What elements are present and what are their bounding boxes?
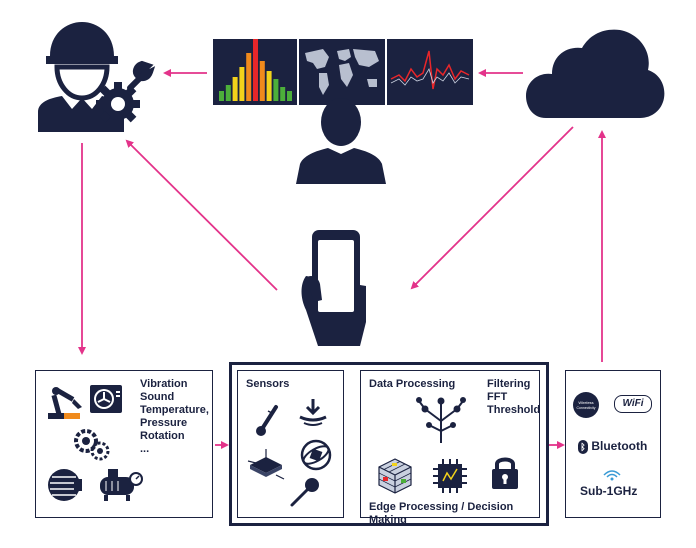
metric-rotation: Rotation xyxy=(140,430,185,442)
dashboard-bar xyxy=(253,39,258,101)
filter-threshold: Threshold xyxy=(487,404,541,416)
dashboard-bar xyxy=(246,53,252,101)
machines-panel: Vibration Sound Temperature, Pressure Ro… xyxy=(35,370,213,518)
motor-icon xyxy=(48,469,82,501)
wifi-logo: WiFi xyxy=(614,395,652,413)
padlock-icon xyxy=(492,457,518,489)
processor-chip-icon xyxy=(433,459,467,493)
sensors-panel: Sensors xyxy=(237,370,344,518)
metric-vibration: Vibration xyxy=(140,378,188,390)
connectivity-panel: Wireless Connectivity WiFi ᛒ Bluetooth S… xyxy=(565,370,661,518)
dashboard-bar xyxy=(280,87,286,101)
bluetooth-logo: ᛒ Bluetooth xyxy=(578,439,647,454)
microphone-icon xyxy=(290,478,319,507)
dashboard-bars-icon xyxy=(213,39,297,105)
processing-footer: Edge Processing / Decision Making xyxy=(369,501,514,526)
dashboard-bar xyxy=(259,61,265,101)
user-silhouette-icon xyxy=(296,98,386,184)
dashboard-bar xyxy=(266,71,272,101)
robot-arm-icon xyxy=(48,387,82,419)
fan-unit-icon xyxy=(90,385,122,413)
cloud-icon xyxy=(526,29,665,118)
gears-icon xyxy=(74,429,110,461)
dashboard-bar xyxy=(219,91,224,101)
processing-panel: Data Processing Filtering FFT Threshold … xyxy=(360,370,540,526)
ai-tree-icon xyxy=(416,397,466,443)
wireless-connectivity-icon: Wireless Connectivity xyxy=(573,392,599,418)
smartphone-icon xyxy=(301,230,366,346)
bluetooth-label: Bluetooth xyxy=(591,439,648,453)
filter-fft: FFT xyxy=(487,391,508,403)
metric-pressure: Pressure xyxy=(140,417,188,429)
arrow-phone-to-engineer xyxy=(125,139,278,291)
wireless-badge-text-1: Wireless xyxy=(578,400,593,405)
dashboard-bar xyxy=(225,85,231,101)
proximity-sensor-icon xyxy=(299,399,327,426)
dashboard-bar xyxy=(239,67,245,101)
machine-metrics: Vibration Sound Temperature, Pressure Ro… xyxy=(140,378,214,456)
bluetooth-icon: ᛒ xyxy=(578,439,588,454)
accelerometer-chip-icon xyxy=(247,449,285,480)
processing-filters: Filtering FFT Threshold xyxy=(487,378,540,417)
dashboard-bar xyxy=(287,91,292,101)
wifi-icon: WiFi xyxy=(622,398,644,409)
dashboard-bar xyxy=(232,77,238,101)
sensors-title: Sensors xyxy=(246,378,290,390)
gyroscope-icon xyxy=(300,439,332,471)
waveform-icon xyxy=(387,39,473,105)
wrench-icon xyxy=(127,60,156,91)
thermometer-icon xyxy=(256,405,278,436)
dashboard-bar xyxy=(273,79,279,101)
metric-sound: Sound xyxy=(140,391,175,403)
metric-temperature: Temperature, xyxy=(140,404,209,416)
compressor-icon xyxy=(100,469,143,501)
arrow-cloud-to-phone xyxy=(410,126,574,290)
processing-title: Data Processing xyxy=(369,378,456,390)
wireless-badge-text-2: Connectivity xyxy=(576,406,595,410)
engineer-icon xyxy=(38,22,156,132)
world-map-icon xyxy=(299,39,385,105)
filter-filtering: Filtering xyxy=(487,378,531,390)
sub-ghz-icon xyxy=(603,470,621,481)
cube-icon xyxy=(378,458,412,494)
metric-more: ... xyxy=(140,443,150,455)
subghz-label: Sub-1GHz xyxy=(580,484,638,498)
